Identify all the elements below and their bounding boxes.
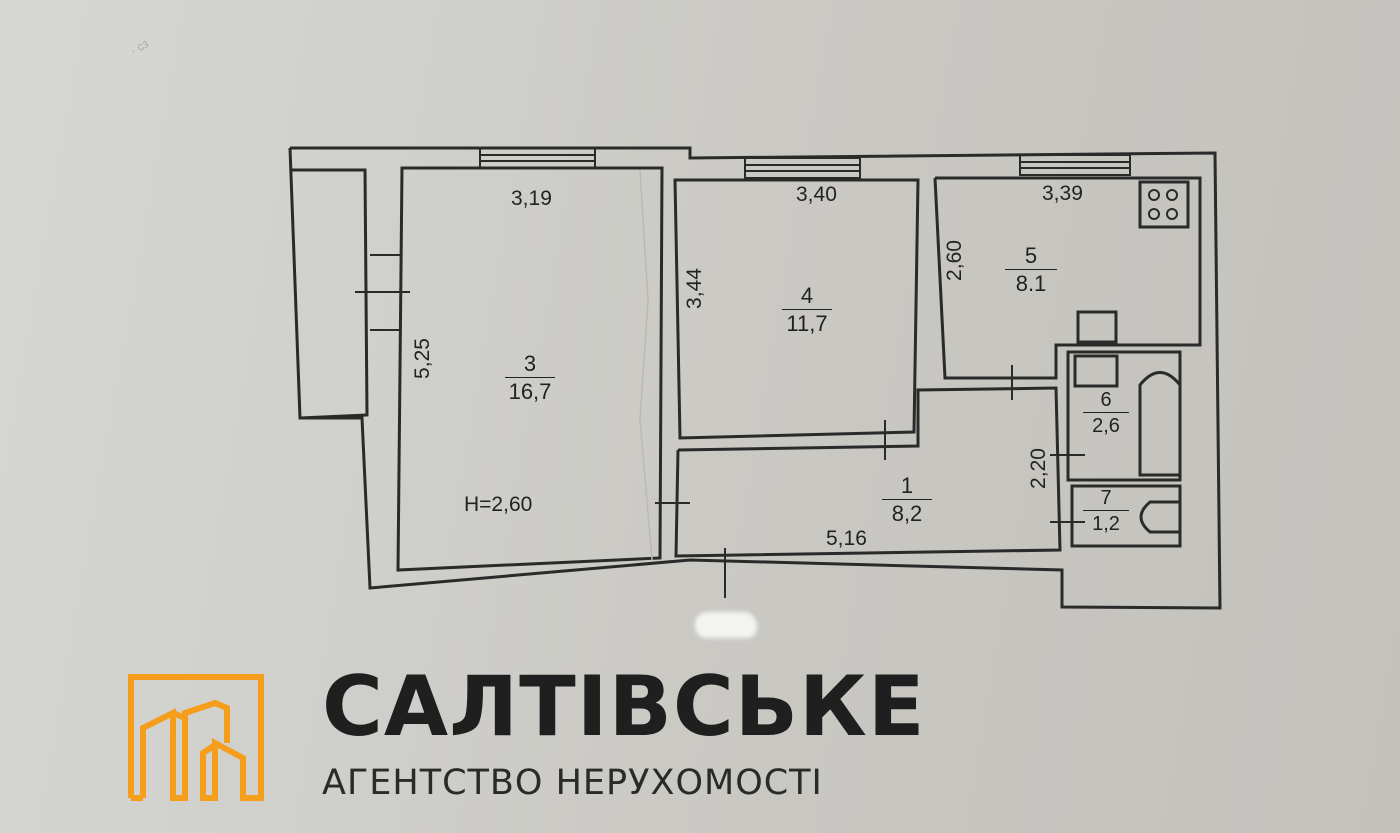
room-3-height-dim: 5,25 — [410, 338, 434, 379]
room-6-label: 6 2,6 — [1083, 390, 1129, 436]
room-1-height-dim: 2,20 — [1026, 448, 1050, 489]
room-5-width-dim: 3,39 — [1042, 182, 1083, 205]
brand-subtitle: АГЕНТСТВО НЕРУХОМОСТІ — [322, 763, 823, 803]
room-3-number: 3 — [523, 351, 537, 376]
room-1-number: 1 — [900, 473, 914, 498]
room-7-number: 7 — [1100, 487, 1112, 509]
room-4-width-dim: 3,40 — [796, 183, 837, 206]
redacted-area — [695, 612, 757, 638]
room-5-number: 5 — [1024, 243, 1038, 268]
ceiling-height-label: H=2,60 — [464, 493, 533, 516]
room-1-label: 1 8,2 — [882, 475, 932, 525]
room-4-label: 4 11,7 — [782, 285, 832, 335]
room-4-height-dim: 3,44 — [682, 268, 706, 309]
room-1-area: 8,2 — [882, 499, 932, 525]
room-6-area: 2,6 — [1083, 412, 1129, 436]
room-7-label: 7 1,2 — [1083, 488, 1129, 534]
room-6-number: 6 — [1100, 389, 1112, 411]
building-logo-icon — [128, 674, 264, 801]
room-5-height-dim: 2,60 — [942, 240, 966, 281]
room-3-area: 16,7 — [505, 377, 555, 403]
room-7-area: 1,2 — [1083, 510, 1129, 534]
room-4-number: 4 — [800, 283, 814, 308]
room-5-area: 8.1 — [1005, 269, 1057, 295]
room-3-width-dim: 3,19 — [511, 187, 552, 210]
room-5-label: 5 8.1 — [1005, 245, 1057, 295]
room-4-area: 11,7 — [782, 309, 832, 335]
room-1-width-dim: 5,16 — [826, 527, 867, 550]
brand-title: САЛТІВСЬКЕ — [322, 658, 926, 755]
room-3-label: 3 16,7 — [505, 353, 555, 403]
